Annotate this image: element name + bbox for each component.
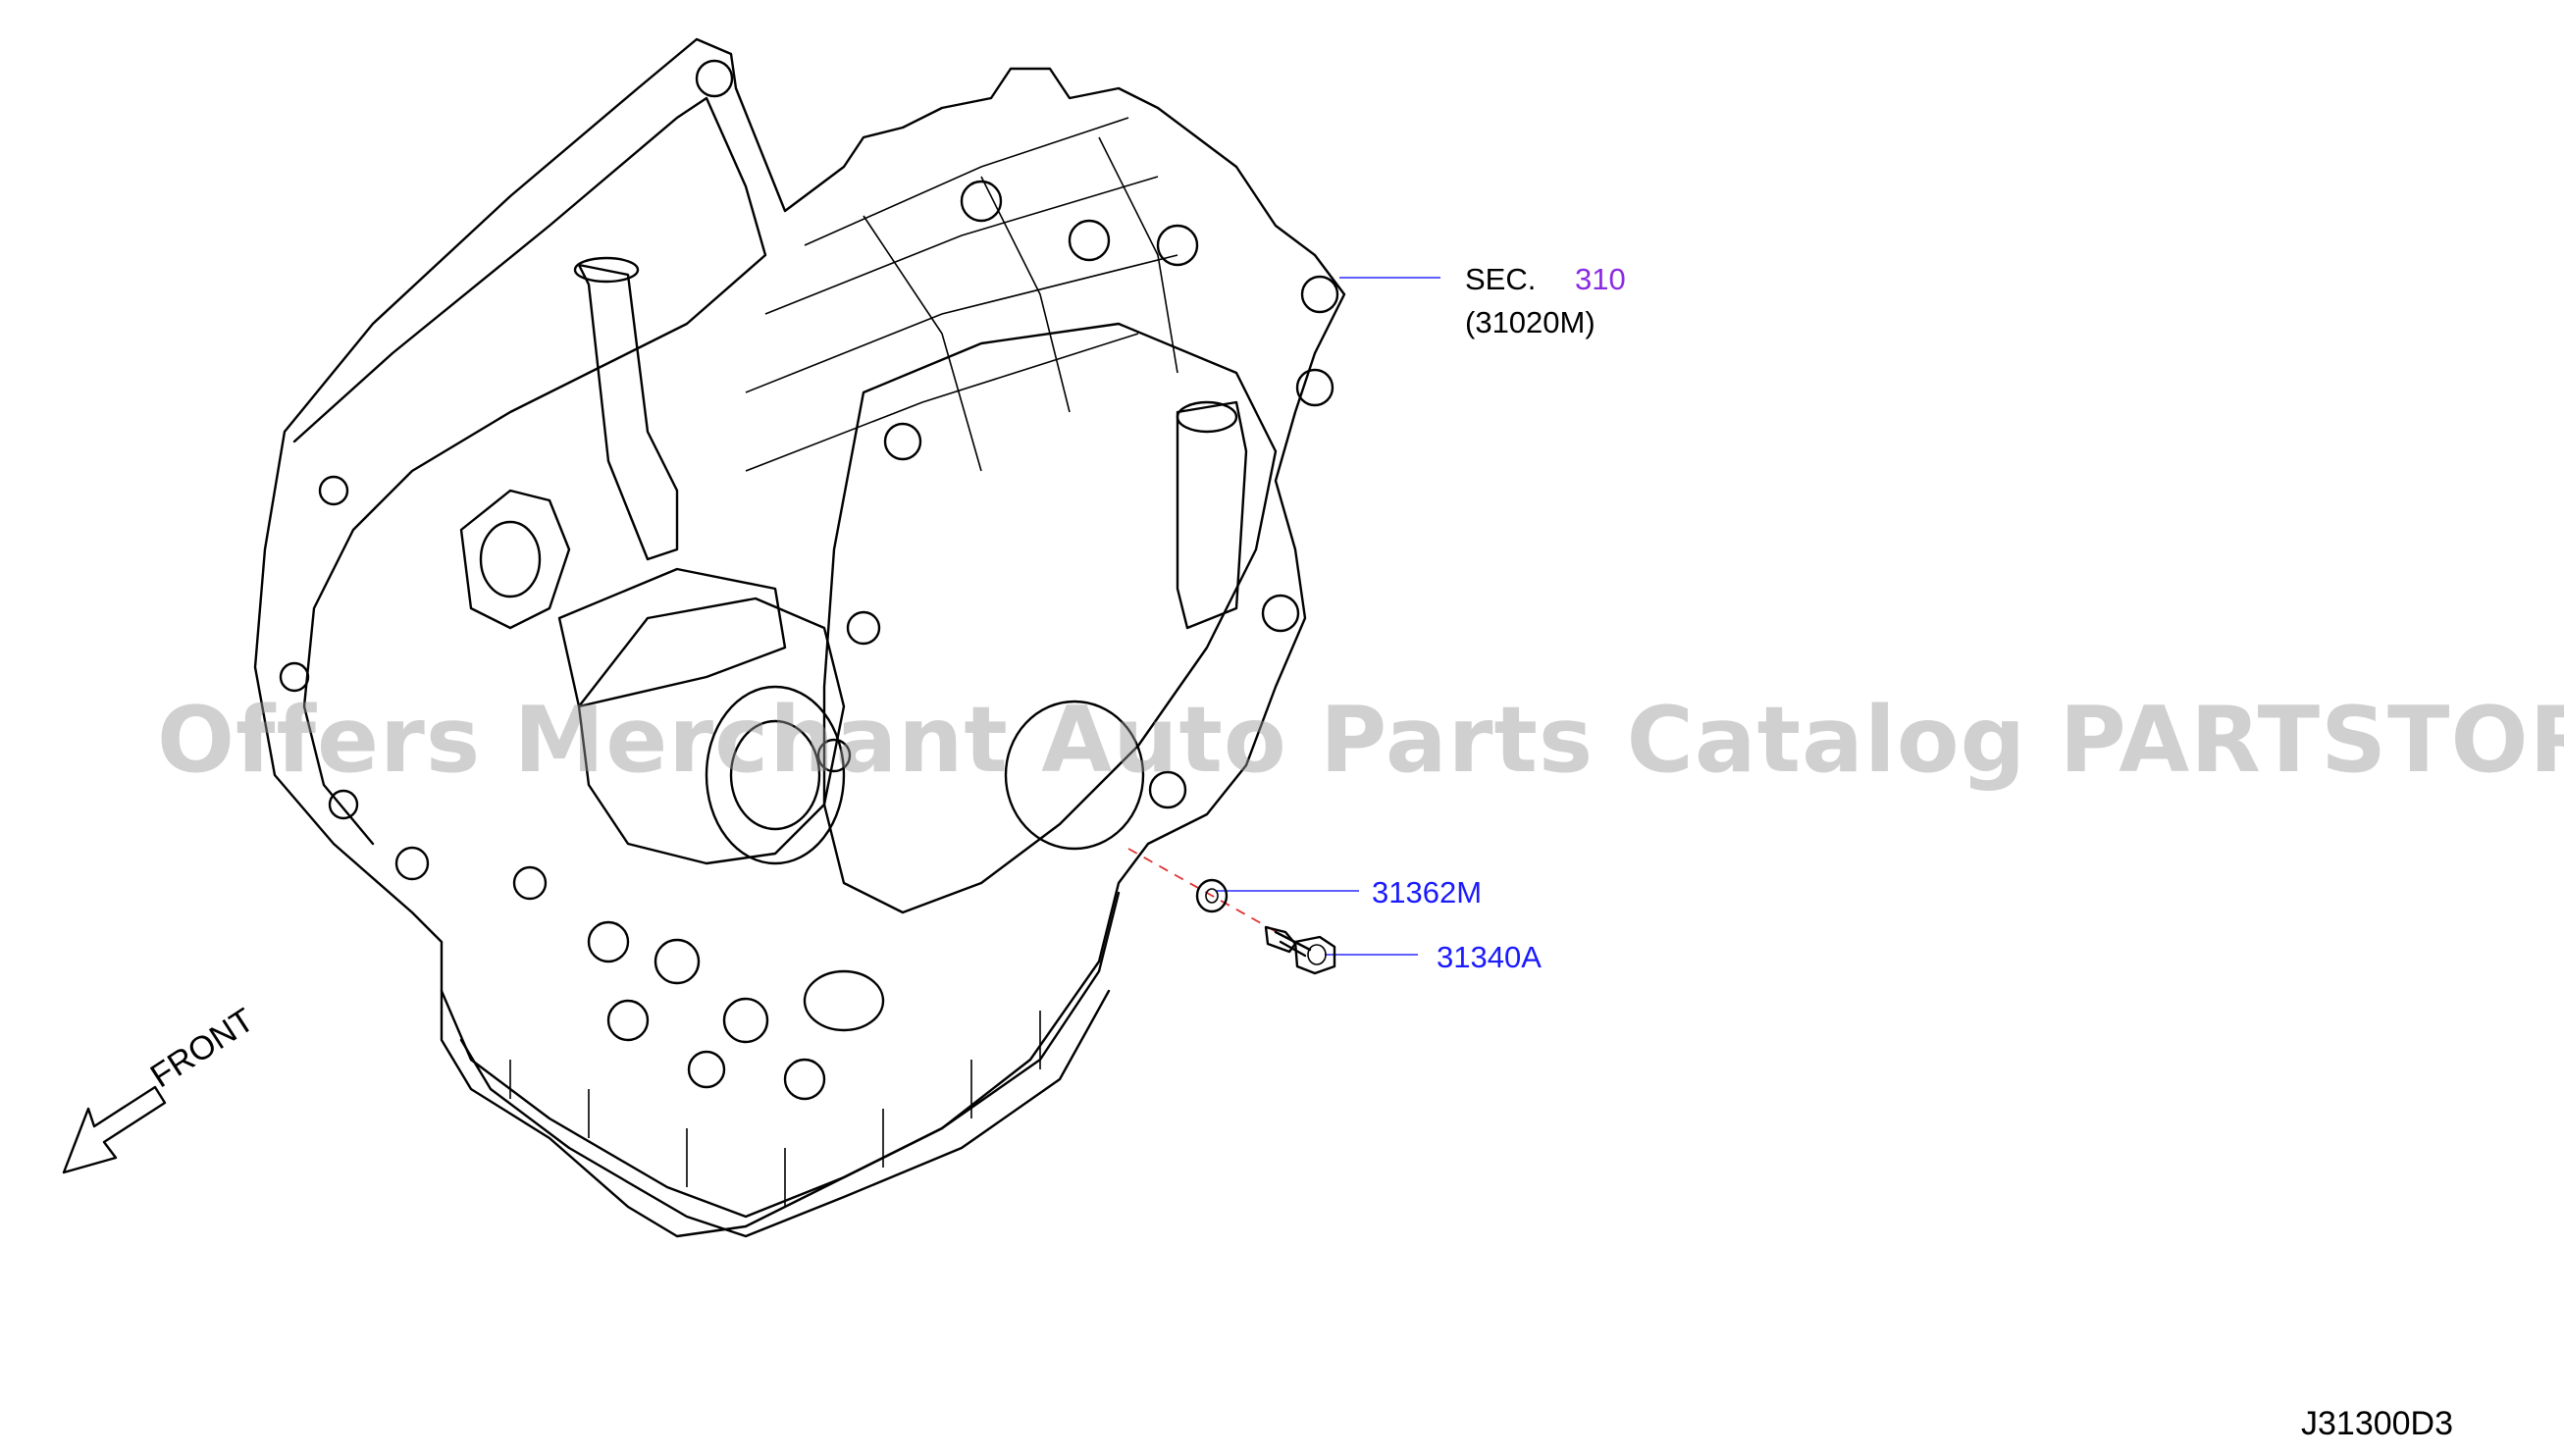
transaxle-assembly bbox=[253, 37, 1346, 1238]
diagram-code: J31300D3 bbox=[2301, 1405, 2454, 1442]
bolt-part bbox=[1264, 925, 1336, 975]
part-number-washer[interactable]: 31362M bbox=[1372, 875, 1483, 910]
sec-label-prefix: SEC. bbox=[1465, 262, 1537, 296]
part-number-bolt[interactable]: 31340A bbox=[1437, 940, 1542, 974]
front-arrow-icon bbox=[62, 1085, 167, 1174]
washer-part bbox=[1195, 878, 1229, 913]
watermark-text: Offers Merchant Auto Parts Catalog PARTS… bbox=[157, 687, 2564, 793]
sec-part-number: (31020M) bbox=[1465, 305, 1596, 339]
sec-number-link[interactable]: 310 bbox=[1575, 262, 1626, 296]
